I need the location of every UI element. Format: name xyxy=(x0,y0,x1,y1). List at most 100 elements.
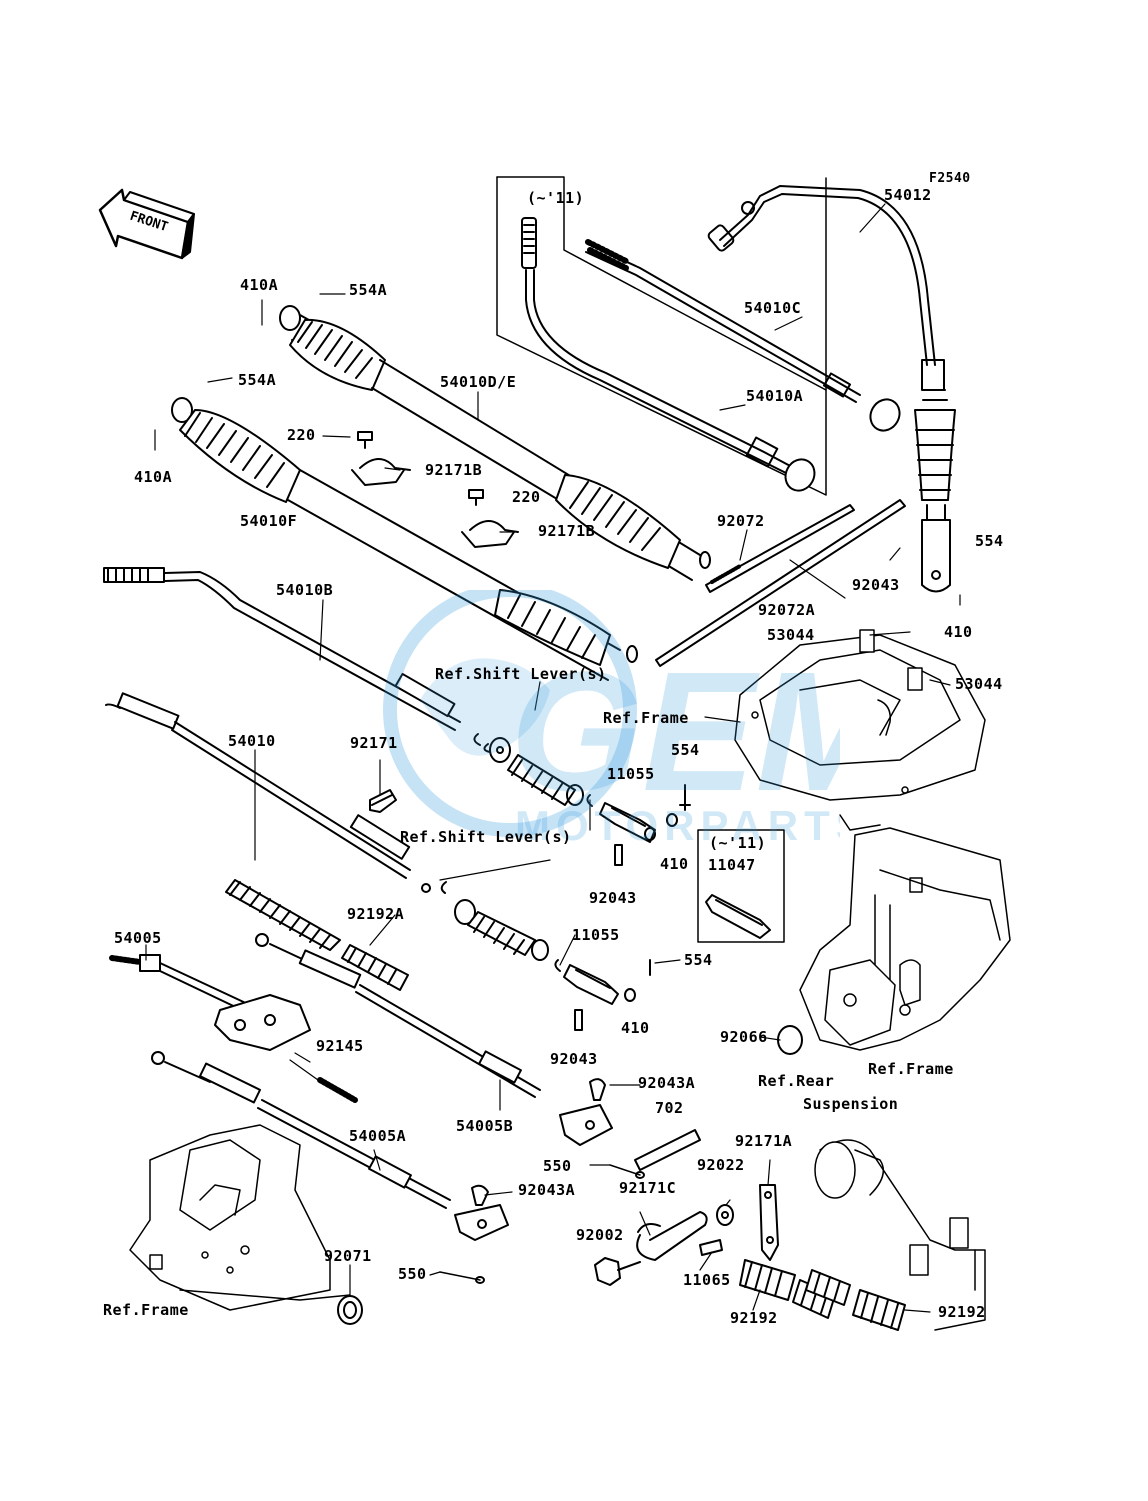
part-label-92043-mid: 92043 xyxy=(589,889,637,907)
part-label-54010A: 54010A xyxy=(746,387,804,405)
variant-label-box: (~'11) xyxy=(709,834,767,852)
rear-suspension-ref xyxy=(814,1139,986,1331)
diagram-code: F2540 xyxy=(929,171,971,186)
part-label-92192-right: 92192 xyxy=(938,1303,986,1321)
part-label-92071: 92071 xyxy=(324,1247,372,1265)
part-label-220-upper: 220 xyxy=(287,426,316,444)
part-label-92022: 92022 xyxy=(697,1156,745,1174)
leader-lines xyxy=(145,203,961,1313)
ref-label-frame-mid: Ref.Frame xyxy=(868,1060,954,1078)
part-label-554A-lower: 554A xyxy=(238,371,277,389)
part-label-53044-left: 53044 xyxy=(767,626,815,644)
part-label-92145: 92145 xyxy=(316,1037,364,1055)
part-label-92043A-lower: 92043A xyxy=(518,1181,576,1199)
part-label-92043-upper: 92043 xyxy=(852,576,900,594)
cable-54010DE xyxy=(279,305,711,581)
bracket-11055-lower xyxy=(563,959,651,1031)
part-label-92192A: 92192A xyxy=(347,905,405,923)
front-arrow-icon: FRONT xyxy=(98,188,195,260)
part-label-54005B: 54005B xyxy=(456,1117,514,1135)
part-label-54012: 54012 xyxy=(884,186,932,204)
pin-11065 xyxy=(699,1239,723,1256)
part-label-92171A: 92171A xyxy=(735,1132,793,1150)
part-label-92072A: 92072A xyxy=(758,601,816,619)
cable-54010C xyxy=(585,239,901,432)
cable-54010F xyxy=(171,397,638,681)
split-pins-550 xyxy=(439,1164,645,1284)
part-label-410-mid: 410 xyxy=(660,855,689,873)
frame-lower-left xyxy=(129,1124,351,1311)
part-label-54010DE: 54010D/E xyxy=(440,373,517,391)
part-label-410-lower: 410 xyxy=(621,1019,650,1037)
ref-label-shift-lever-upper: Ref.Shift Lever(s) xyxy=(435,665,607,683)
cap-92066 xyxy=(777,1025,803,1055)
part-label-554-lower: 554 xyxy=(684,951,713,969)
springs-92192 xyxy=(739,1259,906,1331)
frame-mid-right xyxy=(799,827,1011,1051)
shift-lever-set-upper xyxy=(473,733,593,807)
part-label-92192-left: 92192 xyxy=(730,1309,778,1327)
part-label-220-lower: 220 xyxy=(512,488,541,506)
cable-54005 xyxy=(109,954,311,1051)
cable-ties xyxy=(655,499,906,667)
clamp-92171B xyxy=(351,431,411,486)
part-label-11055-lower: 11055 xyxy=(572,926,620,944)
ref-label-frame-lower: Ref.Frame xyxy=(103,1301,189,1319)
part-label-54010: 54010 xyxy=(228,732,276,750)
washer-92022 xyxy=(716,1204,734,1226)
ref-label-frame-upper: Ref.Frame xyxy=(603,709,689,727)
part-label-92171B-lower: 92171B xyxy=(538,522,596,540)
variant-label-top: (~'11) xyxy=(527,189,585,207)
part-label-54005: 54005 xyxy=(114,929,162,947)
part-label-92171: 92171 xyxy=(350,734,398,752)
bolt-92002 xyxy=(594,1257,641,1286)
variant-bracket-box xyxy=(496,176,827,496)
part-label-11055-upper: 11055 xyxy=(607,765,655,783)
part-label-550-lower: 550 xyxy=(398,1265,427,1283)
cable-54005B xyxy=(255,933,613,1146)
cable-54010 xyxy=(105,692,431,893)
part-label-11065: 11065 xyxy=(683,1271,731,1289)
part-label-410A-upper: 410A xyxy=(240,276,279,294)
part-label-702: 702 xyxy=(655,1099,684,1117)
part-label-92072: 92072 xyxy=(717,512,765,530)
part-label-54010F: 54010F xyxy=(240,512,298,530)
ref-label-shift-lever-lower: Ref.Shift Lever(s) xyxy=(400,828,572,846)
part-label-92066: 92066 xyxy=(720,1028,768,1046)
part-label-54010B: 54010B xyxy=(276,581,334,599)
ref-label-rear-2: Suspension xyxy=(803,1095,899,1113)
part-label-554-top: 554 xyxy=(975,532,1004,550)
hook-92171C xyxy=(636,1211,708,1261)
part-label-92043A-upper: 92043A xyxy=(638,1074,696,1092)
part-label-554-mid: 554 xyxy=(671,741,700,759)
ref-label-rear-1: Ref.Rear xyxy=(758,1072,835,1090)
part-label-53044-right: 53044 xyxy=(955,675,1003,693)
cable-54010A xyxy=(521,217,816,492)
bracket-92171A xyxy=(759,1184,779,1261)
part-label-54005A: 54005A xyxy=(349,1127,407,1145)
spring-92192A xyxy=(225,879,409,991)
cable-54005A xyxy=(151,1051,509,1241)
part-label-410A-lower: 410A xyxy=(134,468,173,486)
bracket-11055-upper xyxy=(599,784,691,866)
collar-92071 xyxy=(337,1295,363,1325)
part-label-554A-upper: 554A xyxy=(349,281,388,299)
variant-box-11047 xyxy=(697,829,785,943)
part-label-54010C: 54010C xyxy=(744,299,802,317)
part-label-92171B-upper: 92171B xyxy=(425,461,483,479)
part-label-92002: 92002 xyxy=(576,1226,624,1244)
cable-54012 xyxy=(707,185,956,593)
frame-upper-right xyxy=(734,629,986,831)
part-label-550-upper: 550 xyxy=(543,1157,572,1175)
clamp-92171B-second xyxy=(461,489,519,548)
cable-54010B xyxy=(103,567,461,731)
pin-702 xyxy=(634,1129,701,1171)
part-label-11047: 11047 xyxy=(708,856,756,874)
part-label-92043-lower: 92043 xyxy=(550,1050,598,1068)
spring-92145 xyxy=(317,1077,358,1103)
clip-92171 xyxy=(369,789,397,813)
shift-lever-set-lower xyxy=(440,881,561,972)
part-label-92171C: 92171C xyxy=(619,1179,677,1197)
